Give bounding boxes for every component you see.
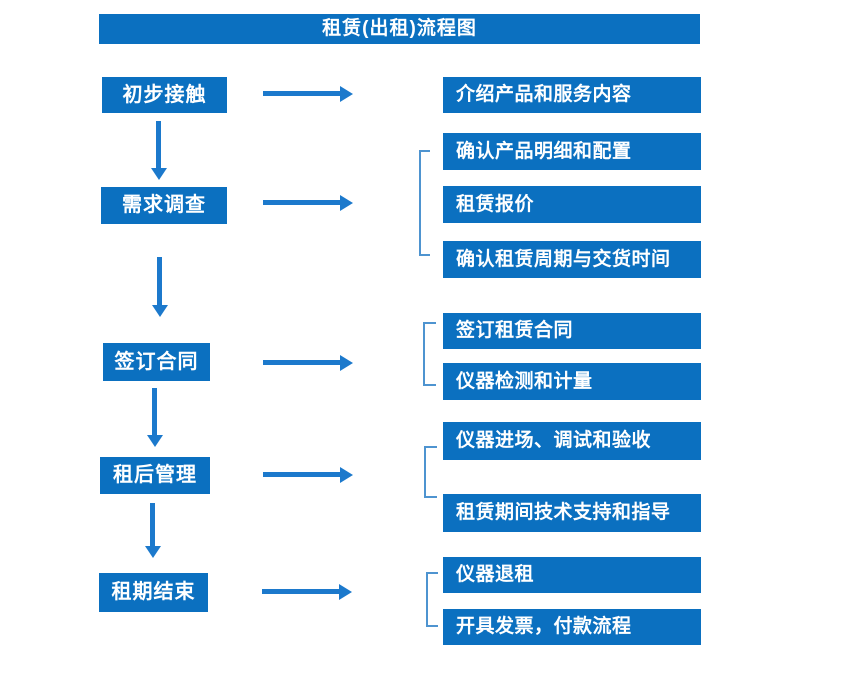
right-arrow-icon (263, 200, 340, 205)
step-box-post-rental-management: 租后管理 (100, 457, 210, 494)
right-arrow-icon (262, 589, 339, 594)
down-arrow-icon (156, 121, 161, 168)
detail-box-confirm-rental-period: 确认租赁周期与交货时间 (443, 241, 701, 278)
step-box-demand-survey: 需求调查 (101, 187, 227, 224)
group-bracket (419, 150, 430, 256)
group-bracket (423, 322, 436, 386)
step-box-rental-end: 租期结束 (99, 573, 208, 612)
step-box-sign-contract: 签订合同 (103, 343, 210, 381)
detail-box-confirm-product-details: 确认产品明细和配置 (443, 133, 701, 170)
detail-box-introduce-products: 介绍产品和服务内容 (443, 77, 701, 113)
group-bracket (426, 572, 438, 627)
right-arrow-icon (263, 472, 340, 477)
detail-box-instrument-return: 仪器退租 (443, 557, 701, 593)
right-arrow-icon (263, 360, 340, 365)
down-arrow-icon (152, 388, 157, 435)
detail-box-rental-quote: 租赁报价 (443, 186, 701, 223)
group-bracket (424, 446, 437, 498)
detail-box-instrument-inspection: 仪器检测和计量 (443, 363, 701, 400)
down-arrow-icon (157, 257, 162, 305)
down-arrow-icon (150, 503, 155, 546)
detail-box-invoice-payment: 开具发票，付款流程 (443, 609, 701, 645)
flowchart-title: 租赁(出租)流程图 (99, 14, 700, 44)
detail-box-sign-rental-contract: 签订租赁合同 (443, 313, 701, 349)
detail-box-instrument-setup-acceptance: 仪器进场、调试和验收 (443, 422, 701, 460)
step-box-initial-contact: 初步接触 (102, 77, 227, 113)
detail-box-technical-support: 租赁期间技术支持和指导 (443, 494, 701, 532)
right-arrow-icon (263, 91, 340, 96)
